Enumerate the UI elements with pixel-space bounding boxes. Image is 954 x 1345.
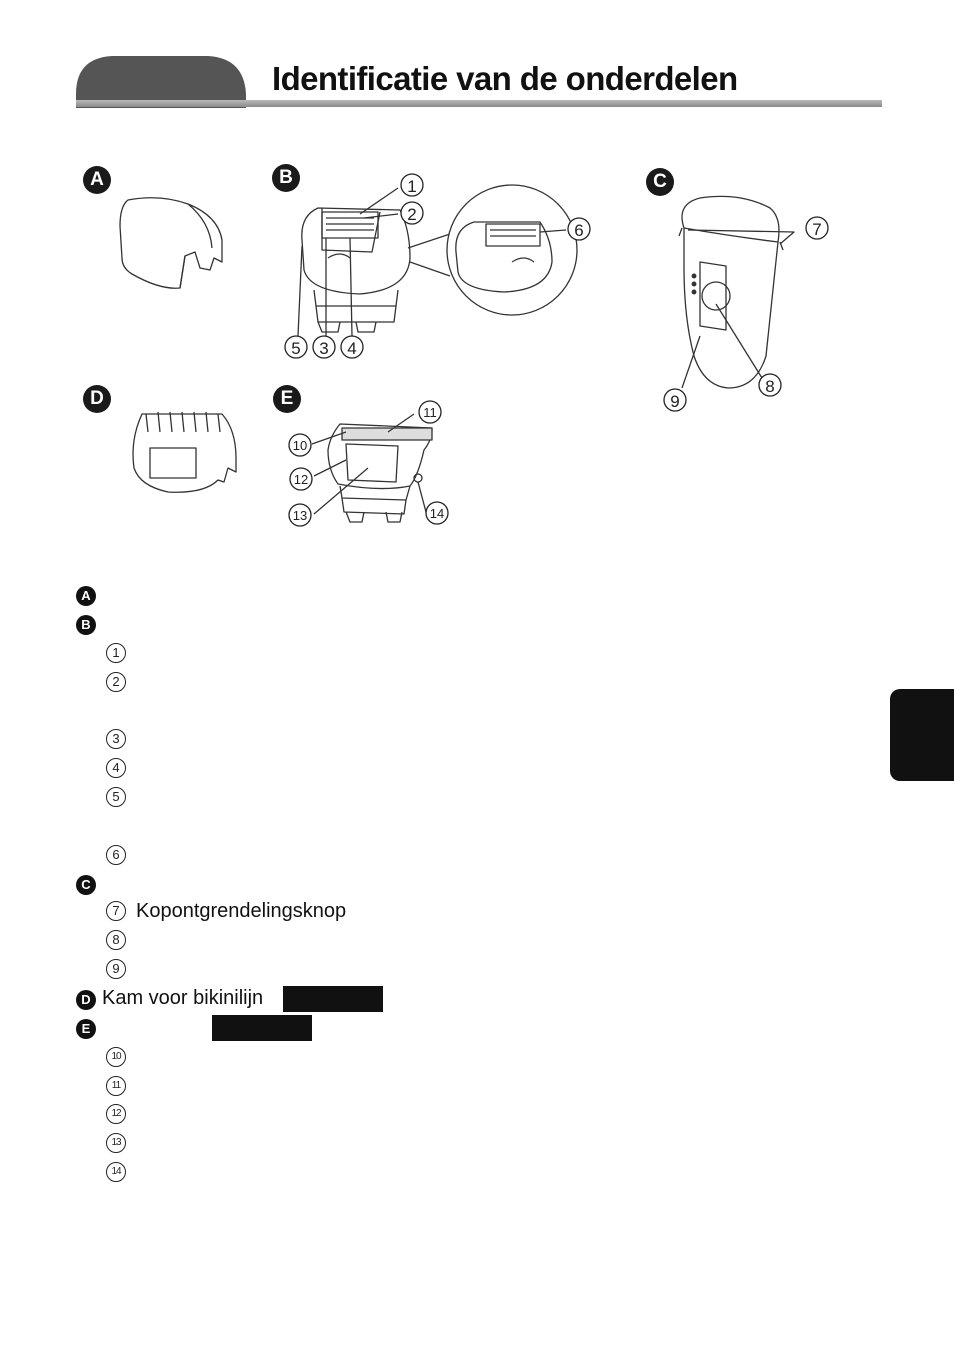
figure-badge-d: D [83, 385, 111, 413]
callout-13: 13 [288, 503, 312, 527]
header-rule [76, 100, 882, 107]
list-num-1: 1 [106, 643, 126, 663]
cap-a-drawing [119, 197, 223, 289]
list-num-4: 4 [106, 758, 126, 778]
callout-9: 9 [663, 388, 687, 412]
parts-illustration: 1 2 3 4 5 6 7 8 9 10 11 12 13 14 [119, 173, 829, 527]
redaction-box-e [212, 1015, 312, 1041]
callout-12: 12 [289, 467, 313, 491]
list-num-3: 3 [106, 729, 126, 749]
list-num-8: 8 [106, 930, 126, 950]
callout-3: 3 [312, 335, 336, 359]
section-thumb-tab [890, 689, 954, 781]
list-num-5: 5 [106, 787, 126, 807]
callout-11: 11 [418, 400, 442, 424]
svg-text:6: 6 [574, 221, 583, 240]
redaction-box-d [283, 986, 383, 1012]
svg-text:7: 7 [812, 220, 821, 239]
list-num-9: 9 [106, 959, 126, 979]
epilator-head-b-drawing [297, 184, 578, 337]
list-num-2: 2 [106, 672, 126, 692]
figure-badge-b: B [272, 164, 300, 192]
callout-10: 10 [288, 433, 312, 457]
svg-text:3: 3 [319, 339, 328, 358]
callout-6: 6 [567, 217, 591, 241]
list-item-7: Kopontgrendelingsknop [136, 900, 347, 922]
bikini-comb-d-drawing [132, 411, 237, 493]
svg-text:14: 14 [430, 506, 444, 521]
svg-text:1: 1 [407, 177, 416, 196]
list-num-14: 14 [106, 1162, 126, 1182]
shaving-head-e-drawing [311, 413, 433, 523]
list-badge-c: C [76, 875, 96, 895]
callout-4: 4 [340, 335, 364, 359]
svg-text:9: 9 [670, 392, 679, 411]
figure-badge-e: E [273, 385, 301, 413]
svg-text:5: 5 [291, 339, 300, 358]
svg-text:12: 12 [294, 472, 308, 487]
list-num-13: 13 [106, 1133, 126, 1153]
list-num-10: 10 [106, 1047, 126, 1067]
list-num-12: 12 [106, 1104, 126, 1124]
list-num-11: 11 [106, 1076, 126, 1096]
svg-text:8: 8 [765, 377, 774, 396]
list-badge-d: D [76, 990, 96, 1010]
callout-2: 2 [400, 201, 424, 225]
svg-text:11: 11 [423, 405, 437, 420]
callout-14: 14 [425, 501, 449, 525]
list-num-7: 7 [106, 901, 126, 921]
svg-text:13: 13 [293, 508, 307, 523]
svg-text:10: 10 [293, 438, 307, 453]
callout-1: 1 [400, 173, 424, 197]
list-badge-b: B [76, 615, 96, 635]
callout-7: 7 [805, 216, 829, 240]
callout-8: 8 [758, 373, 782, 397]
svg-text:4: 4 [347, 339, 356, 358]
page-title: Identificatie van de onderdelen [272, 60, 738, 97]
list-num-6: 6 [106, 845, 126, 865]
header-tab [76, 56, 246, 108]
svg-text:2: 2 [407, 205, 416, 224]
figure-badge-c: C [646, 168, 674, 196]
list-label-d: Kam voor bikinilijn [102, 987, 264, 1009]
epilator-body-c-drawing [678, 195, 795, 389]
figure-badge-a: A [83, 166, 111, 194]
callout-5: 5 [284, 335, 308, 359]
list-badge-a: A [76, 586, 96, 606]
list-badge-e: E [76, 1019, 96, 1039]
